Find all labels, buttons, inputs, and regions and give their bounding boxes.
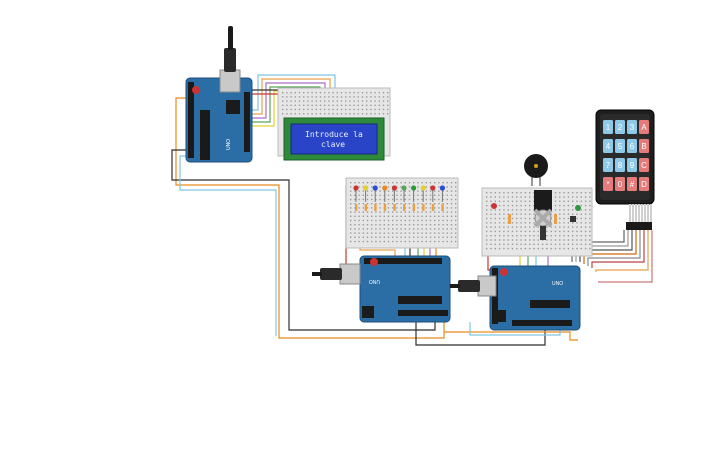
key-label: 1 — [606, 123, 611, 132]
key-label: B — [641, 142, 646, 151]
usb-plug-icon — [450, 280, 480, 292]
keypad-key-5[interactable]: 5 — [615, 139, 625, 153]
keypad-key-7[interactable]: 7 — [603, 158, 613, 172]
lcd-line-1: Introduce la — [305, 130, 363, 139]
board-label: UNO — [369, 278, 380, 284]
lcd-display: Introduce la clave — [283, 117, 385, 161]
led-icon — [382, 185, 388, 211]
usb-port — [219, 69, 241, 93]
led-icon — [439, 185, 445, 211]
key-label: 3 — [630, 123, 635, 132]
key-label: # — [630, 180, 635, 189]
key-label: 5 — [618, 142, 623, 151]
keypad-key-9[interactable]: 9 — [627, 158, 637, 172]
key-label: 7 — [606, 161, 611, 170]
arduino-uno-right[interactable]: UNO — [450, 265, 581, 331]
keypad-key-1[interactable]: 1 — [603, 120, 613, 134]
led-icon — [575, 205, 581, 211]
led-icon — [420, 185, 426, 211]
led-icon — [401, 185, 407, 211]
breadboard-leds — [345, 177, 459, 249]
key-label: C — [641, 161, 647, 170]
led-icon — [363, 185, 369, 211]
keypad-key-6[interactable]: 6 — [627, 139, 637, 153]
usb-plug-icon — [224, 26, 236, 72]
board-label: UNO — [226, 139, 232, 150]
key-label: 0 — [618, 180, 623, 189]
led-icon — [491, 203, 497, 209]
key-label: A — [641, 123, 647, 132]
keypad-key-A[interactable]: A — [639, 120, 649, 134]
potentiometer-icon[interactable] — [533, 190, 553, 240]
keypad-key-C[interactable]: C — [639, 158, 649, 172]
key-label: * — [606, 180, 609, 189]
led-icon — [430, 185, 436, 211]
keypad-key-*[interactable]: * — [603, 177, 613, 191]
led-icon — [372, 185, 378, 211]
key-label: 2 — [618, 123, 623, 132]
led-icon — [391, 185, 397, 211]
key-label: 8 — [618, 161, 623, 170]
keypad-key-8[interactable]: 8 — [615, 158, 625, 172]
arduino-uno-top[interactable]: UNO — [185, 26, 253, 163]
key-label: 6 — [630, 142, 635, 151]
led-row — [353, 185, 445, 211]
keypad-key-D[interactable]: D — [639, 177, 649, 191]
keypad-key-#[interactable]: # — [627, 177, 637, 191]
key-label: D — [641, 180, 647, 189]
keypad-key-0[interactable]: 0 — [615, 177, 625, 191]
usb-plug-icon — [312, 268, 342, 280]
arduino-uno-middle[interactable]: UNO — [312, 255, 451, 323]
key-label: 4 — [606, 142, 611, 151]
buzzer-icon — [524, 154, 548, 186]
key-label: 9 — [630, 161, 635, 170]
lcd-line-2: clave — [321, 140, 345, 149]
keypad-key-4[interactable]: 4 — [603, 139, 613, 153]
keypad-key-3[interactable]: 3 — [627, 120, 637, 134]
keypad-key-2[interactable]: 2 — [615, 120, 625, 134]
board-label: UNO — [552, 281, 563, 287]
led-icon — [353, 185, 359, 211]
led-icon — [411, 185, 417, 211]
keypad-key-B[interactable]: B — [639, 139, 649, 153]
